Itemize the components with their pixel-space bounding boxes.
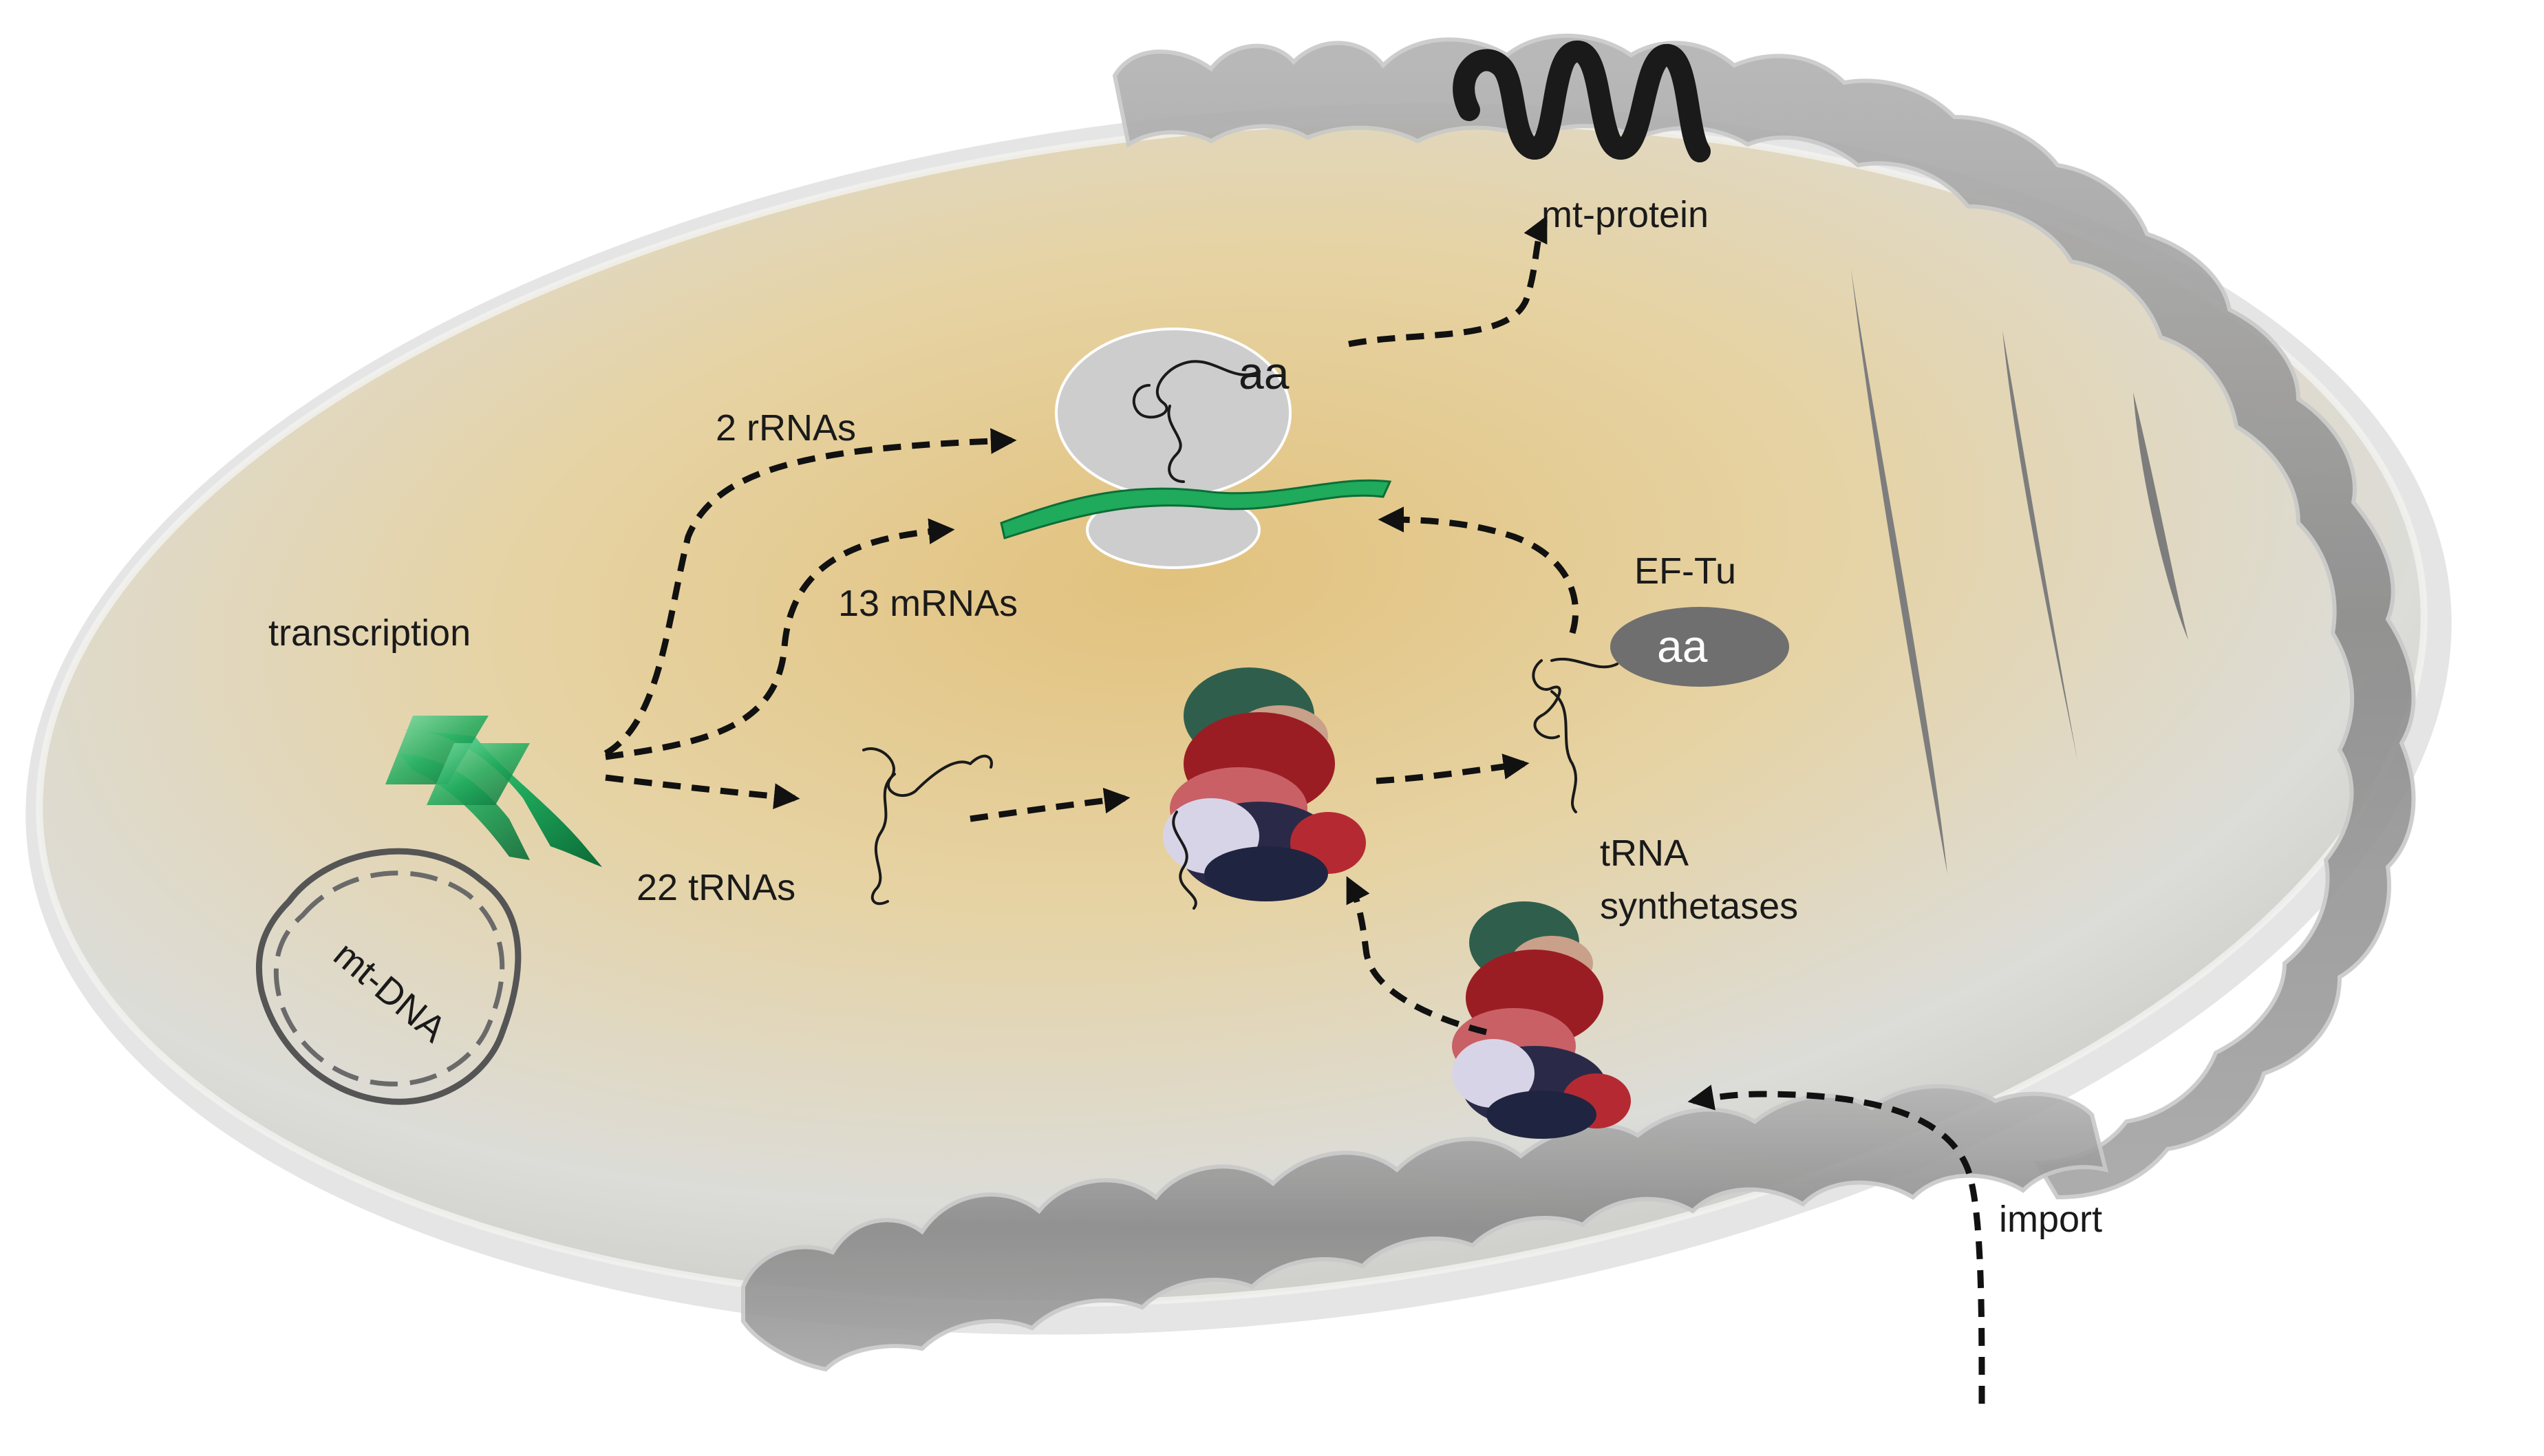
green-strand-3 xyxy=(385,716,489,784)
trnas-label: 22 tRNAs xyxy=(637,867,795,908)
aminoacyl-trna xyxy=(1532,658,1618,813)
arrow-to-rrnas xyxy=(603,428,1017,756)
trna-synthetases-label-line1: tRNA xyxy=(1600,833,1689,874)
arrow-to-mt-protein xyxy=(1348,215,1548,347)
ef-tu-label: EF-Tu xyxy=(1634,550,1736,592)
green-strand-1 xyxy=(403,729,602,867)
ribosome-trna xyxy=(1132,360,1261,483)
transcription-complex: transcription xyxy=(268,612,602,867)
arrow-imported-to-synthetase xyxy=(1345,876,1488,1036)
ef-tu-complex: aa xyxy=(1532,607,1789,813)
mt-protein-coil xyxy=(1453,41,1711,162)
mrna-strand xyxy=(1000,479,1392,539)
inner-membrane-top xyxy=(1112,33,2416,1200)
import-label: import xyxy=(1999,1199,2102,1240)
transcription-label: transcription xyxy=(268,612,471,654)
rrnas-label: 2 rRNAs xyxy=(716,407,856,449)
ef-tu-protein xyxy=(1610,607,1789,687)
crista-2 xyxy=(2002,330,2078,764)
inner-membrane-bottom xyxy=(741,1084,2109,1372)
trna-synthetase-complex-imported xyxy=(1452,901,1631,1139)
arrow-to-trnas xyxy=(605,774,800,809)
aa-ribosome-label: aa xyxy=(1239,347,1290,398)
crista-3 xyxy=(2133,392,2188,640)
trna-synthetase-complex-center xyxy=(1163,667,1366,910)
ribosome: aa xyxy=(1000,328,1392,569)
arrow-trna-to-synthetase xyxy=(970,787,1131,822)
trna-synthetases-label-line2: synthetases xyxy=(1600,886,1798,927)
mt-protein-label: mt-protein xyxy=(1541,194,1709,235)
arrow-eftu-to-ribosome xyxy=(1378,506,1579,634)
arrow-synthetase-to-trna xyxy=(1376,753,1530,784)
aa-eftu-label: aa xyxy=(1657,621,1708,672)
green-strand-4 xyxy=(427,743,530,805)
free-trna xyxy=(862,747,993,906)
mrnas-label: 13 mRNAs xyxy=(838,583,1018,624)
arrow-import xyxy=(1687,1084,1985,1404)
crista-1 xyxy=(1851,268,1947,874)
arrows xyxy=(603,215,1985,1404)
